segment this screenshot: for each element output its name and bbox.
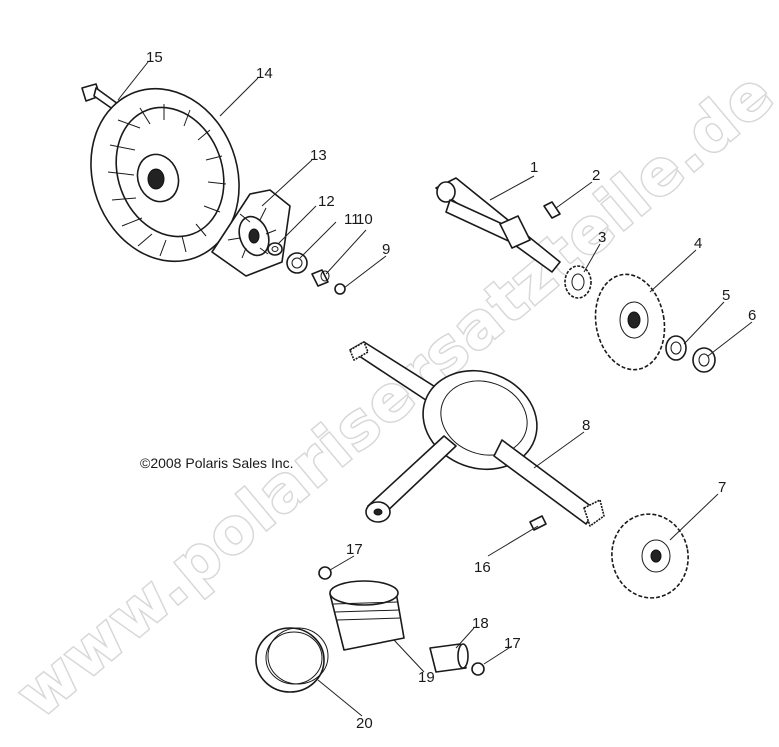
part-12-washer [267,242,283,256]
part-17-circlip-bottom [471,662,485,676]
part-17-circlip-top [318,566,332,580]
part-18-wrist-pin [429,643,469,673]
callout-12: 12 [318,193,335,210]
part-2-pin [543,201,561,219]
part-8-crankshaft [349,341,605,527]
callout-7: 7 [718,479,726,496]
callout-18: 18 [472,615,489,632]
callout-17b: 17 [504,635,521,652]
callout-11: 11 [344,211,360,228]
callout-16: 16 [474,559,491,576]
callout-2: 2 [592,167,600,184]
callout-5: 5 [722,287,730,304]
part-5-washer [665,335,687,361]
part-6-nut [692,347,716,373]
callout-8: 8 [582,417,590,434]
callout-6: 6 [748,307,756,324]
callout-3: 3 [598,229,606,246]
callout-14: 14 [256,65,273,82]
callout-10: 10 [356,211,373,228]
part-3-small-gear [564,265,592,299]
part-19-piston [329,580,405,651]
callout-17a: 17 [346,541,363,558]
part-10-bushing [311,269,330,287]
part-4-large-gear [594,273,666,371]
part-16-key [529,515,547,531]
callout-9: 9 [382,241,390,258]
callout-labels: 1 2 3 4 5 6 7 8 9 10 11 12 13 14 15 16 1… [146,49,756,732]
part-20-piston-rings [255,627,329,693]
callout-15: 15 [146,49,163,66]
part-1-balance-shaft [435,177,561,273]
leader-lines [117,61,753,717]
copyright-text: ©2008 Polaris Sales Inc. [140,455,294,471]
part-9-o-ring [334,283,346,295]
callout-1: 1 [530,159,538,176]
part-14-flywheel [90,87,240,263]
part-7-crank-gear [611,513,689,599]
callout-13: 13 [310,147,327,164]
part-11-bearing [286,252,308,274]
callout-20: 20 [356,715,373,732]
callout-19: 19 [418,669,435,686]
callout-4: 4 [694,235,702,252]
